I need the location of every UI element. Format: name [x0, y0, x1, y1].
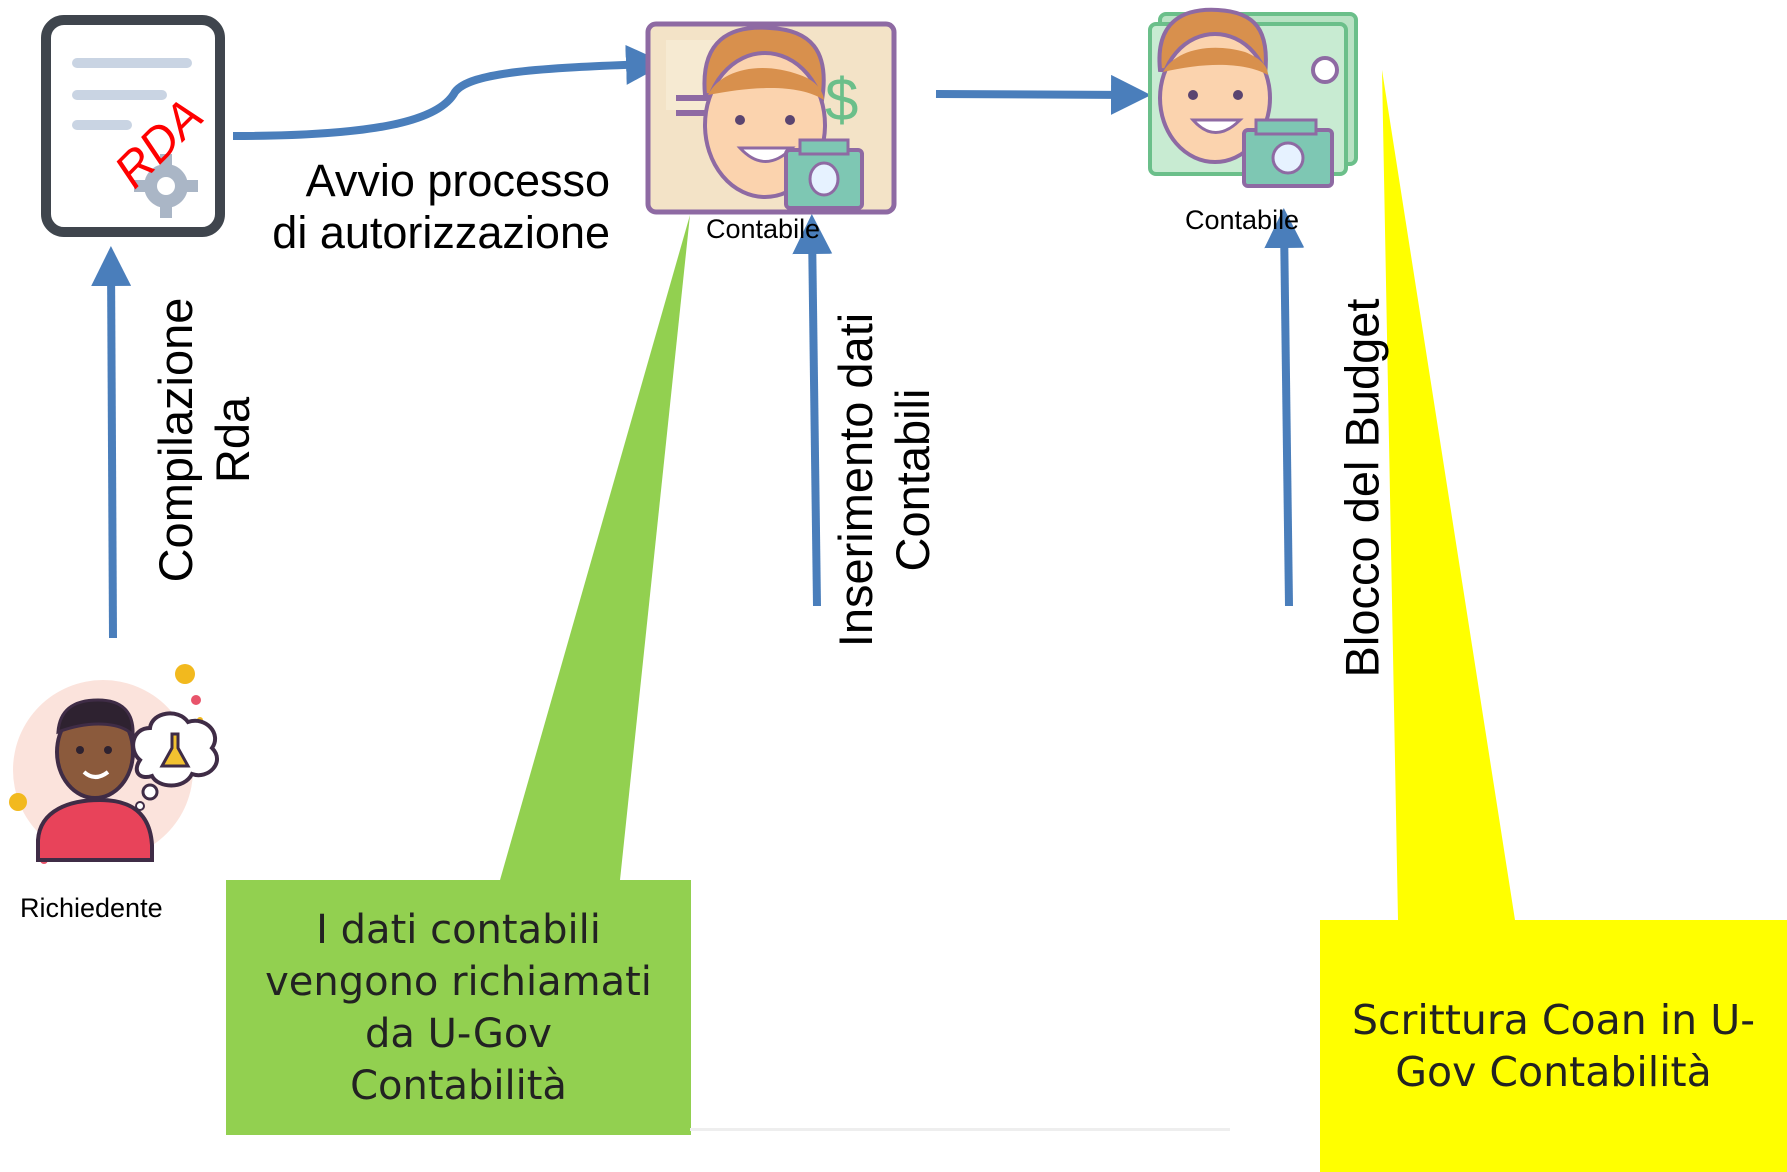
- green-callout-text: I dati contabili vengono richiamati da U…: [265, 906, 652, 1109]
- accountant1-label: Contabile: [706, 214, 821, 244]
- step-compile: Compilazione Rda: [149, 297, 259, 583]
- step-insert-data: Inserimento dati Contabili: [829, 312, 939, 648]
- svg-text:$: $: [825, 66, 858, 133]
- yellow-callout-pointer: [1382, 70, 1515, 920]
- yellow-callout: Scrittura Coan in U- Gov Contabilità: [1320, 920, 1787, 1172]
- step-authorization: Avvio processo di autorizzazione: [272, 155, 610, 258]
- gear-icon: [134, 154, 198, 218]
- divider: [690, 1128, 1230, 1131]
- yellow-callout-text: Scrittura Coan in U- Gov Contabilità: [1351, 996, 1756, 1096]
- green-callout: I dati contabili vengono richiamati da U…: [226, 880, 691, 1135]
- requester-label: Richiedente: [20, 893, 163, 923]
- accountant2-label: Contabile: [1185, 205, 1300, 235]
- arrow-authorization: [232, 44, 666, 140]
- step-budget-lock: Blocco del Budget: [1335, 298, 1389, 678]
- arrow-insert-data: [792, 214, 833, 607]
- arrow-to-accountant2: [935, 74, 1151, 115]
- arrow-compile: [91, 246, 132, 639]
- arrow-budget-lock: [1264, 208, 1305, 607]
- flask-icon: [159, 732, 191, 768]
- green-callout-pointer: [500, 215, 690, 880]
